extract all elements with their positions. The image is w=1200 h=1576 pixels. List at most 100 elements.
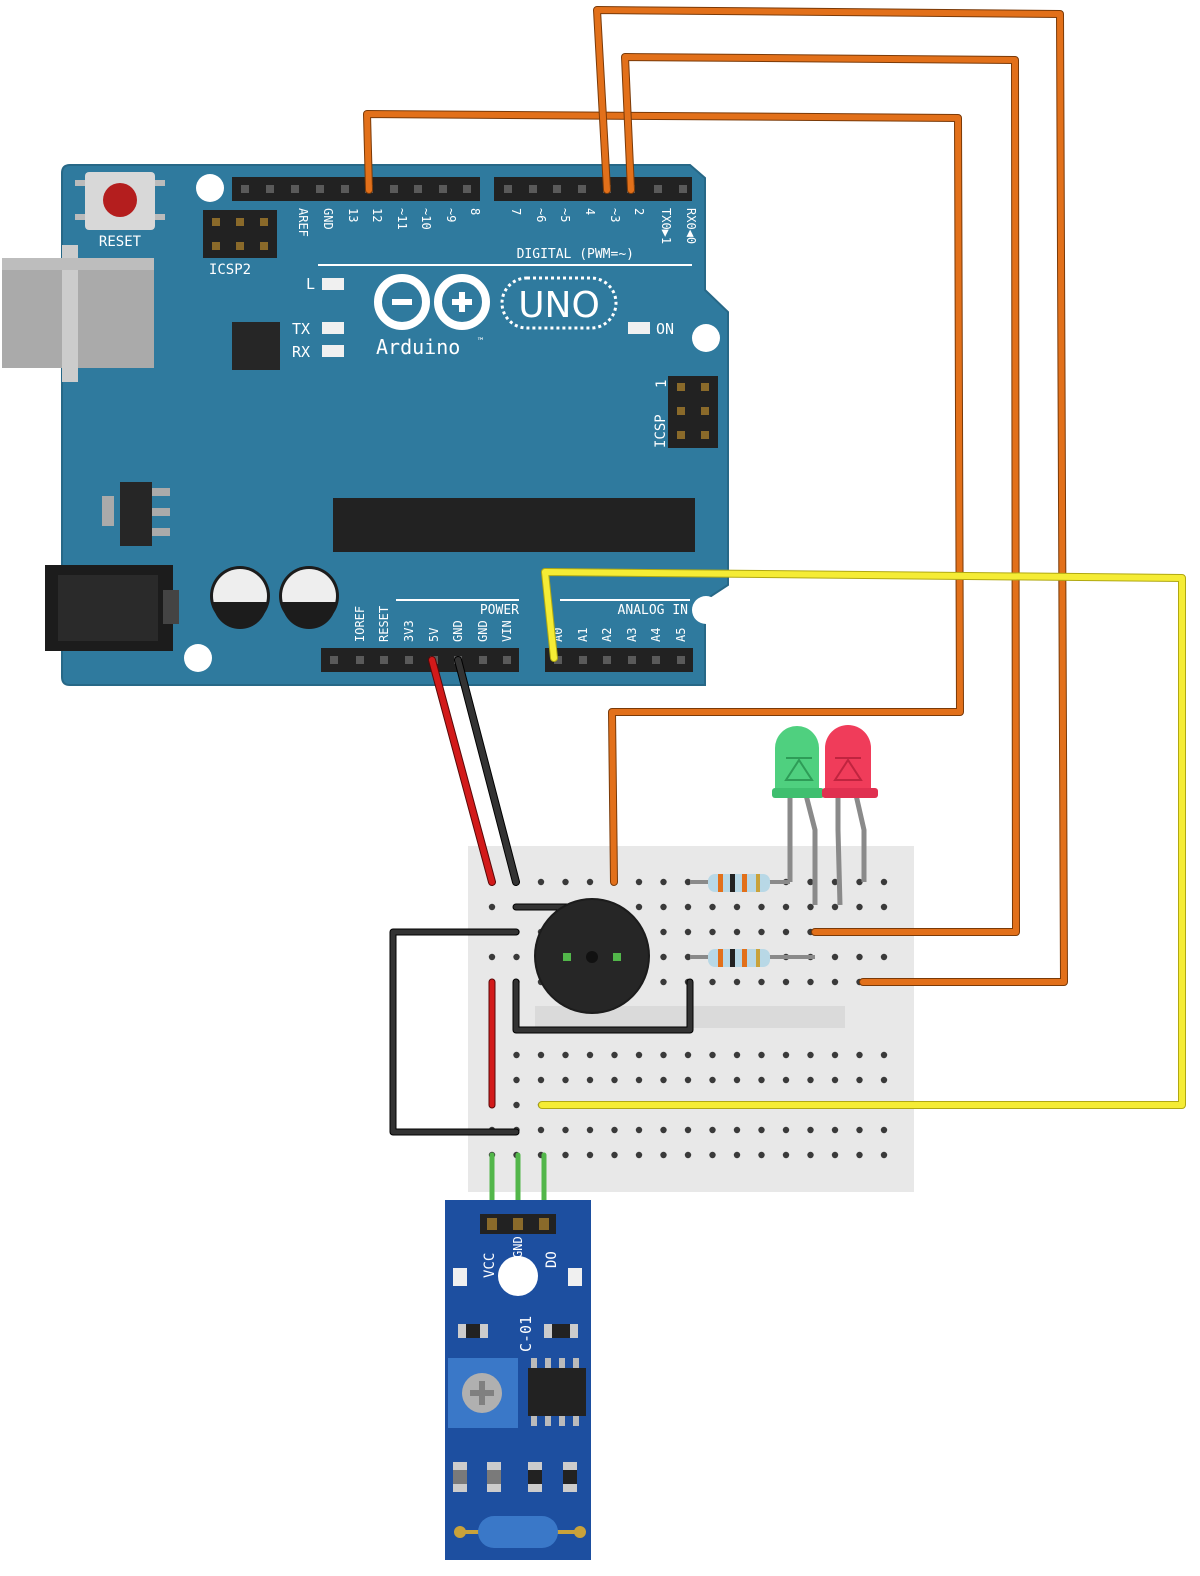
reset-button[interactable] xyxy=(75,172,165,230)
pin-hole xyxy=(628,656,636,664)
pin-hole xyxy=(504,185,512,193)
pin-hole xyxy=(554,656,562,664)
pin-hole xyxy=(603,656,611,664)
breadboard-hole xyxy=(856,1151,863,1159)
breadboard-hole xyxy=(660,978,667,986)
breadboard-hole xyxy=(562,1126,569,1134)
digital-pin-label: ~6 xyxy=(534,208,548,222)
breadboard-hole xyxy=(807,903,814,911)
do-label: DO xyxy=(544,1251,560,1268)
breadboard-hole xyxy=(635,1051,643,1059)
breadboard-hole xyxy=(537,878,545,886)
breadboard-hole xyxy=(856,1126,863,1134)
digital-pin-label: 8 xyxy=(468,208,482,215)
breadboard-hole xyxy=(733,903,741,911)
pin-hole xyxy=(356,656,364,664)
resistor-icon xyxy=(690,874,790,892)
pin-hole xyxy=(677,656,685,664)
digital-pin-label: ~5 xyxy=(558,208,572,222)
breadboard-hole xyxy=(807,1126,814,1134)
pin-hole xyxy=(553,185,561,193)
voltage-regulator xyxy=(102,482,170,546)
icsp2-label: ICSP2 xyxy=(209,262,251,278)
breadboard-hole xyxy=(562,1076,569,1084)
potentiometer-icon xyxy=(448,1358,518,1428)
power-pin-label: VIN xyxy=(500,620,514,642)
breadboard-hole xyxy=(782,978,790,986)
analog-pin-label: A1 xyxy=(576,628,590,642)
crystal-icon xyxy=(454,1516,586,1548)
digital-pin-label: 12 xyxy=(370,208,384,222)
digital-pin-label: ~9 xyxy=(444,208,458,222)
model-label: C-01 xyxy=(517,1316,535,1352)
breadboard-hole xyxy=(684,1151,692,1159)
analog-pin-label: A3 xyxy=(625,628,639,642)
power-pin-label: 5V xyxy=(427,628,441,642)
icsp-header xyxy=(668,376,718,448)
breadboard-hole xyxy=(831,903,839,911)
breadboard-hole xyxy=(831,1126,839,1134)
digital-pin-label: TX0▶1 xyxy=(659,208,673,244)
pin-hole xyxy=(479,656,487,664)
pin-hole xyxy=(241,185,249,193)
pin-hole xyxy=(679,185,687,193)
pin-hole xyxy=(578,185,586,193)
breadboard-hole xyxy=(880,903,888,911)
pin-hole xyxy=(266,185,274,193)
breadboard-hole xyxy=(733,1151,741,1159)
power-label: POWER xyxy=(480,603,519,618)
breadboard-hole xyxy=(488,903,496,911)
pin-hole xyxy=(291,185,299,193)
l-led xyxy=(322,278,344,290)
breadboard-hole xyxy=(733,1076,741,1084)
resistor-icon xyxy=(690,949,815,967)
power-pin-label: GND xyxy=(476,620,490,642)
breadboard-hole xyxy=(758,978,765,986)
breadboard-hole xyxy=(513,1076,520,1084)
breadboard-hole xyxy=(684,928,692,936)
breadboard-hole xyxy=(758,903,765,911)
breadboard-hole xyxy=(586,1076,594,1084)
breadboard-hole xyxy=(660,1076,667,1084)
breadboard-hole xyxy=(709,903,716,911)
icsp-pin1-label: 1 xyxy=(654,380,670,388)
breadboard-hole xyxy=(807,878,814,886)
breadboard-hole xyxy=(684,878,692,886)
breadboard-hole xyxy=(831,878,839,886)
red-wire xyxy=(429,657,495,885)
breadboard-hole xyxy=(856,878,863,886)
breadboard-hole xyxy=(562,878,569,886)
breadboard-hole xyxy=(758,928,765,936)
pin-hole xyxy=(380,656,388,664)
pin-hole xyxy=(463,185,471,193)
breadboard-hole xyxy=(709,928,716,936)
digital-pin-label: RX0◀0 xyxy=(684,208,698,244)
pin-hole xyxy=(341,185,349,193)
orange-wire xyxy=(622,54,1019,935)
pin-hole xyxy=(405,656,413,664)
black-wire xyxy=(455,657,519,885)
microcontroller-chip xyxy=(333,498,695,552)
breadboard-hole xyxy=(831,1076,839,1084)
breadboard-hole xyxy=(611,1051,618,1059)
breadboard-hole xyxy=(537,1126,545,1134)
mounting-hole xyxy=(692,324,720,352)
arduino-uno-icon: RESET ICSP2 L TX RX UNO Arduino xyxy=(2,164,729,686)
power-pin-label: RESET xyxy=(377,606,391,642)
breadboard-hole xyxy=(660,1151,667,1159)
black-wire xyxy=(390,929,519,1135)
digital-label: DIGITAL (PWM=~) xyxy=(517,247,634,262)
breadboard-hole xyxy=(684,953,692,961)
breadboard-hole xyxy=(660,953,667,961)
breadboard-hole xyxy=(513,1101,520,1109)
breadboard-hole xyxy=(758,1151,765,1159)
digital-pin-label: AREF xyxy=(296,208,310,237)
analog-pin-label: A4 xyxy=(649,628,663,642)
breadboard-hole xyxy=(709,1126,716,1134)
breadboard-hole xyxy=(684,1126,692,1134)
mounting-hole xyxy=(184,644,212,672)
breadboard-hole xyxy=(856,1051,863,1059)
brand-label: Arduino xyxy=(376,335,460,359)
breadboard-hole xyxy=(684,1051,692,1059)
